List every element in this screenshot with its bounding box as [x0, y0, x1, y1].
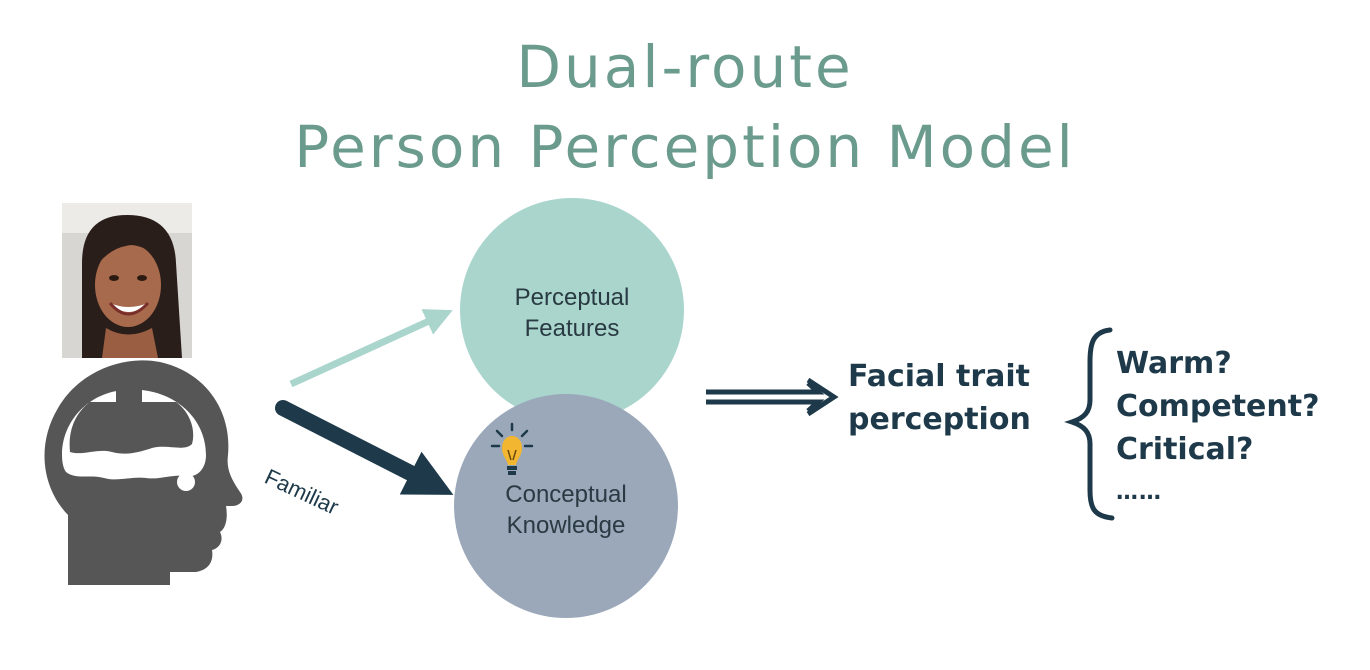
title-line-1: Dual-route: [516, 33, 854, 101]
familiar-route-arrow: [275, 400, 454, 495]
trait-brace: [1064, 327, 1115, 521]
trait-item-more: ……: [1116, 479, 1162, 505]
facial-label-line-1: Facial trait: [848, 359, 1031, 394]
face-photo: [62, 203, 192, 358]
head-download-icon: [44, 360, 243, 585]
trait-list: Warm? Competent? Critical? ……: [1116, 342, 1320, 513]
output-double-arrow: [706, 377, 839, 417]
trait-item-competent: Competent?: [1116, 389, 1320, 425]
facial-trait-perception-label: Facial trait perception: [848, 356, 1068, 441]
conceptual-knowledge-label: Conceptual Knowledge: [466, 479, 666, 541]
perceptual-label-line-1: Perceptual: [514, 284, 630, 311]
perceptual-features-label: Perceptual Features: [472, 282, 672, 344]
perceptual-route-arrow: [289, 309, 453, 388]
trait-item-critical: Critical?: [1116, 432, 1254, 468]
facial-label-line-2: perception: [848, 401, 1031, 437]
lightbulb-icon: [490, 422, 534, 475]
perceptual-label-line-2: Features: [524, 315, 620, 343]
conceptual-label-line-1: Conceptual: [505, 481, 627, 508]
face-photo-image: [62, 203, 192, 358]
trait-item-warm: Warm?: [1116, 346, 1232, 381]
conceptual-label-line-2: Knowledge: [506, 512, 626, 540]
perceptual-features-node: [460, 198, 684, 422]
title-line-2: Person Perception Model: [294, 113, 1076, 181]
